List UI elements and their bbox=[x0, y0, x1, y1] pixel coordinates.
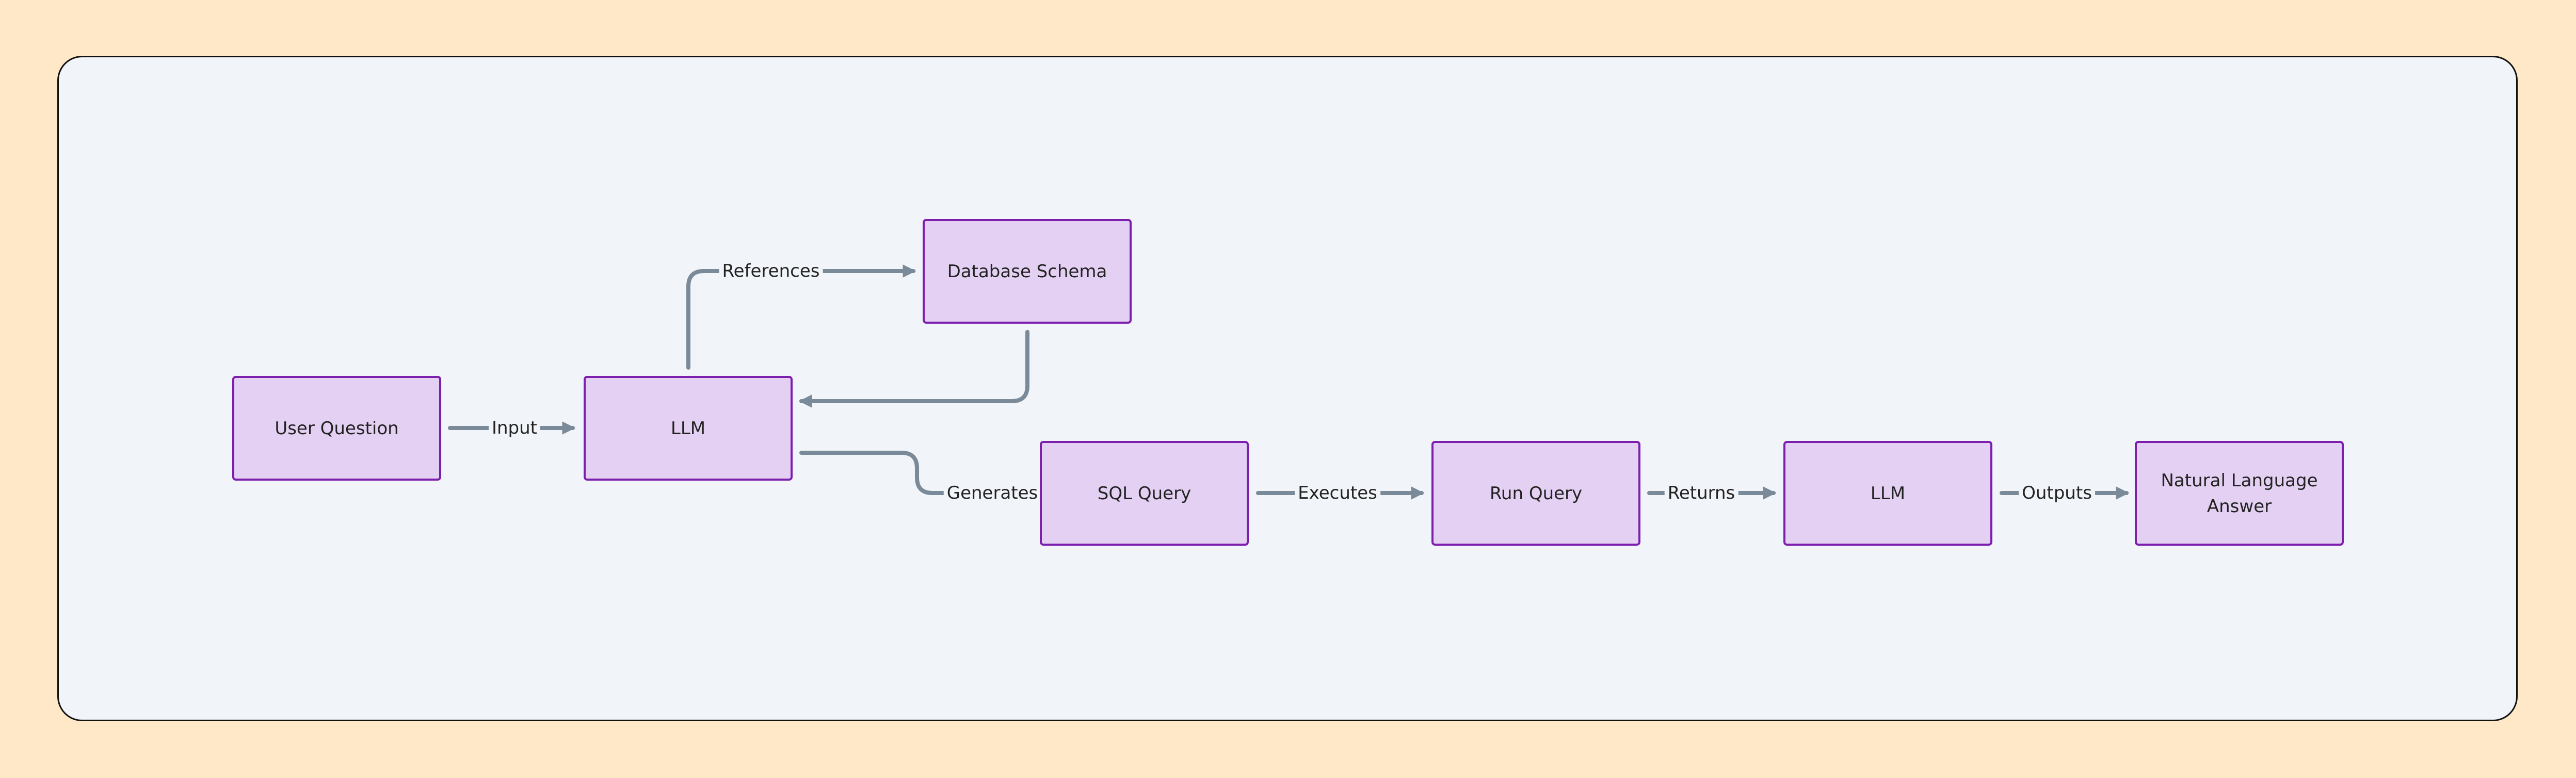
edge-label-executes: Executes bbox=[1295, 482, 1380, 504]
edge-schema-to-llm bbox=[798, 330, 1029, 408]
node-llm-2: LLM bbox=[1783, 441, 1992, 546]
edge-label-generates: Generates bbox=[943, 482, 1041, 504]
edge-label-references: References bbox=[719, 260, 823, 282]
node-natural-language-answer: Natural Language Answer bbox=[2135, 441, 2344, 546]
edge-generates bbox=[799, 451, 1038, 500]
edge-label-returns: Returns bbox=[1664, 482, 1738, 504]
edge-references bbox=[686, 264, 916, 370]
edge-label-outputs: Outputs bbox=[2019, 482, 2095, 504]
diagram-canvas bbox=[57, 56, 2518, 721]
node-database-schema: Database Schema bbox=[923, 219, 1132, 324]
node-run-query: Run Query bbox=[1431, 441, 1640, 546]
node-user-question: User Question bbox=[232, 376, 441, 481]
node-sql-query: SQL Query bbox=[1040, 441, 1249, 546]
node-llm-1: LLM bbox=[584, 376, 793, 481]
edge-label-input: Input bbox=[488, 417, 541, 439]
